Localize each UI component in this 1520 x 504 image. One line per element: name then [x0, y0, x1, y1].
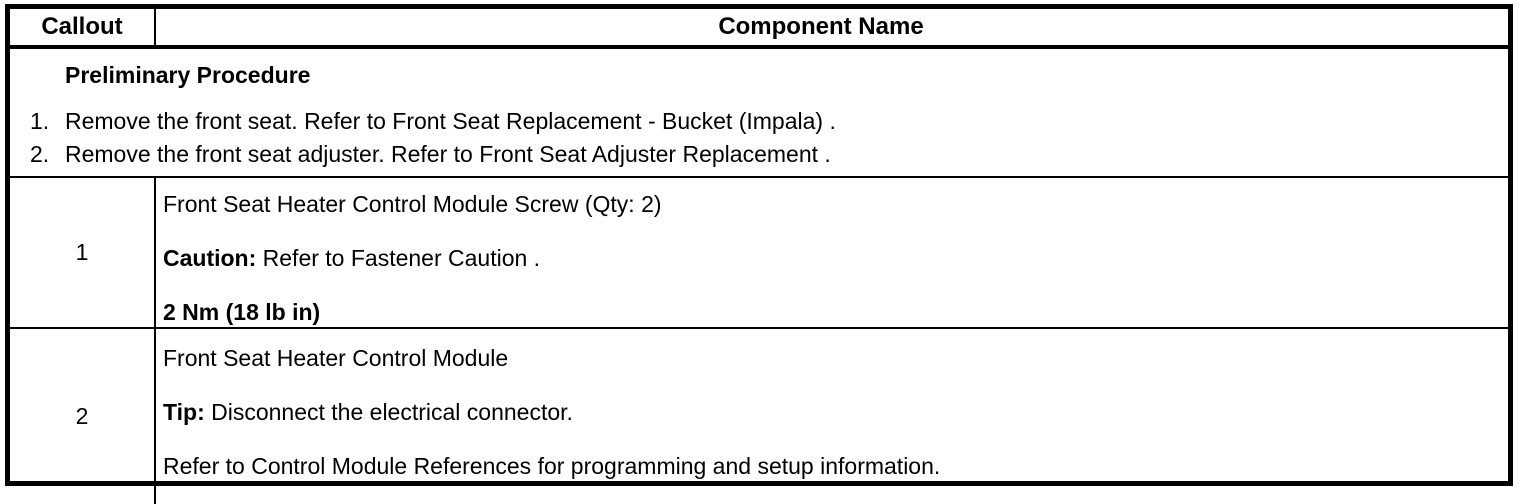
- component-cell: Front Seat Heater Control Module Screw (…: [156, 178, 1508, 327]
- preliminary-procedure-title: Preliminary Procedure: [65, 62, 311, 88]
- table-row: 1 Front Seat Heater Control Module Screw…: [10, 178, 1508, 329]
- page: Callout Component Name Preliminary Proce…: [5, 4, 1513, 504]
- callout-cell: 1: [10, 178, 156, 327]
- component-name-column-header: Component Name: [718, 13, 924, 40]
- preliminary-procedure-row: Preliminary Procedure 1. Remove the fron…: [10, 49, 1508, 178]
- component-line: Caution: Refer to Fastener Caution .: [163, 242, 1498, 275]
- component-line-text: Refer to Fastener Caution .: [256, 245, 541, 271]
- step-text: Remove the front seat adjuster. Refer to…: [65, 141, 831, 167]
- component-line-text: Refer to Control Module References for p…: [163, 453, 941, 479]
- component-line: 2 Nm (18 lb in): [163, 296, 1498, 327]
- component-line: Tip: Disconnect the electrical connector…: [163, 396, 1498, 429]
- step-number: 2.: [30, 141, 50, 167]
- component-line-text: Disconnect the electrical connector.: [204, 399, 573, 425]
- component-line: Front Seat Heater Control Module Screw (…: [163, 188, 1498, 221]
- component-line-text: Front Seat Heater Control Module Screw (…: [163, 191, 662, 217]
- table-header-row: Callout Component Name: [10, 9, 1508, 49]
- step-number: 1.: [30, 108, 50, 134]
- preliminary-steps-list: 1. Remove the front seat. Refer to Front…: [10, 105, 1508, 171]
- callout-value: 2: [75, 403, 89, 429]
- component-line-text: Front Seat Heater Control Module: [163, 345, 509, 371]
- callout-column-header: Callout: [10, 9, 156, 45]
- component-table: Callout Component Name Preliminary Proce…: [5, 4, 1513, 504]
- component-line: Front Seat Heater Control Module: [163, 342, 1498, 375]
- list-item: 1. Remove the front seat. Refer to Front…: [10, 105, 1508, 138]
- component-line-bold: Caution:: [163, 245, 257, 271]
- component-line: Refer to Control Module References for p…: [163, 450, 1498, 483]
- callout-value: 1: [75, 239, 89, 265]
- component-line-bold: 2 Nm (18 lb in): [163, 299, 321, 325]
- list-item: 2. Remove the front seat adjuster. Refer…: [10, 138, 1508, 171]
- step-text: Remove the front seat. Refer to Front Se…: [65, 108, 836, 134]
- table-row: 2 Front Seat Heater Control Module Tip: …: [10, 329, 1508, 504]
- component-cell: Front Seat Heater Control Module Tip: Di…: [156, 329, 1508, 504]
- callout-cell: 2: [10, 329, 156, 504]
- component-line-bold: Tip:: [163, 399, 205, 425]
